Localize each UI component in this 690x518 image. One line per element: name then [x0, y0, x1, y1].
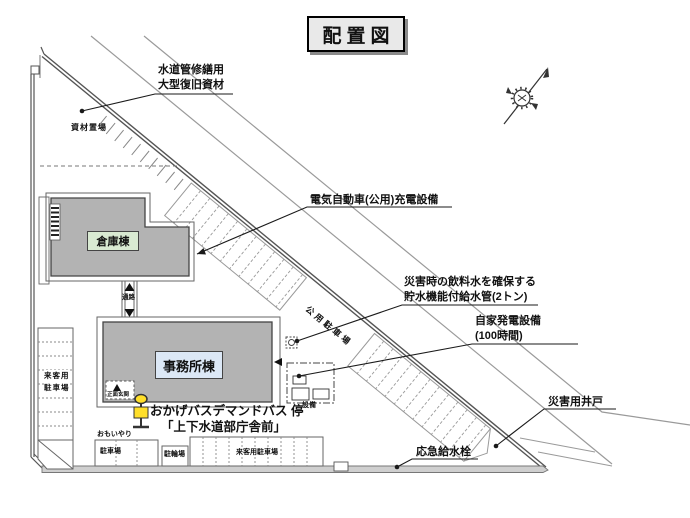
label-water-storage: 災害時の飲料水を確保する 貯水機能付給水管(2トン)	[404, 275, 536, 304]
passage-arrow-down-icon	[124, 309, 135, 317]
compass-north-icon	[503, 67, 549, 125]
south-boundary	[41, 461, 549, 473]
label-materials: 水道管修繕用 大型復旧資材	[158, 63, 224, 92]
leader-markers	[79, 108, 499, 470]
side-strip	[38, 196, 50, 285]
side-entrance-arrow-icon	[274, 358, 282, 366]
passage-corridor	[121, 281, 138, 317]
label-materials-line2: 大型復旧資材	[158, 78, 224, 91]
label-main-entrance: 正面玄関	[107, 391, 130, 398]
label-visitor-parking-left: 来客用 駐車場	[44, 370, 70, 394]
main-entrance	[105, 380, 135, 400]
bus-stop-icon	[133, 393, 149, 429]
label-emergency-tap: 応急給水栓	[416, 446, 471, 458]
warehouse-name-plate: 倉庫棟	[87, 231, 139, 251]
label-materials-line1: 水道管修繕用	[158, 64, 224, 76]
label-visitor-parking-left-line2: 駐車場	[44, 383, 70, 392]
label-bicycle-parking: 駐輪場	[164, 451, 185, 458]
label-generator-line1: 自家発電設備	[475, 315, 541, 327]
label-equipment: 設備	[302, 402, 316, 409]
label-passage: 通路	[122, 294, 135, 301]
label-water-storage-line1: 災害時の飲料水を確保する	[404, 276, 536, 288]
office-name-plate: 事務所棟	[155, 351, 223, 379]
leader-lines	[81, 93, 616, 468]
courtesy-parking-box	[94, 439, 159, 467]
bicycle-parking-box	[161, 445, 189, 467]
ev-leader-arrowhead	[197, 248, 206, 255]
label-disaster-well: 災害用井戸	[548, 396, 603, 408]
fence-hatch-ticks	[97, 115, 184, 191]
bottom-parking-row	[94, 436, 324, 467]
label-visitor-parking-left-line1: 来客用	[44, 371, 70, 380]
label-visitor-parking-bottom: 来客用駐車場	[234, 448, 280, 458]
office-name: 事務所棟	[162, 358, 215, 374]
label-bus-stop-line2: 「上下水道部庁舎前」	[161, 420, 287, 434]
label-water-storage-line2: 貯水機能付給水管(2トン)	[404, 290, 528, 303]
public-parking-strip-upper	[163, 182, 308, 311]
equipment-area	[286, 362, 335, 404]
water-storage-pipe-icon	[285, 336, 298, 349]
label-courtesy-parking: 駐車場	[100, 448, 121, 455]
label-bus-stop-line1: おかげバスデマンドバス 停	[150, 404, 304, 418]
page-title: 配置図	[307, 16, 405, 52]
entrance-arrow-icon	[113, 384, 121, 391]
label-ev-charger: 電気自動車(公用)充電設備	[310, 194, 439, 206]
visitor-parking-left-strip	[37, 327, 74, 470]
label-material-yard: 資材置場	[71, 123, 107, 132]
label-courtesy-parking-caption: おもいやり	[97, 430, 132, 438]
road-lines	[90, 35, 690, 467]
label-generator-line2: (100時間)	[475, 329, 523, 342]
stairs-icon	[49, 203, 61, 241]
warehouse-name: 倉庫棟	[96, 236, 130, 248]
passage-arrow-up-icon	[124, 283, 135, 291]
label-generator: 自家発電設備 (100時間)	[475, 314, 541, 343]
